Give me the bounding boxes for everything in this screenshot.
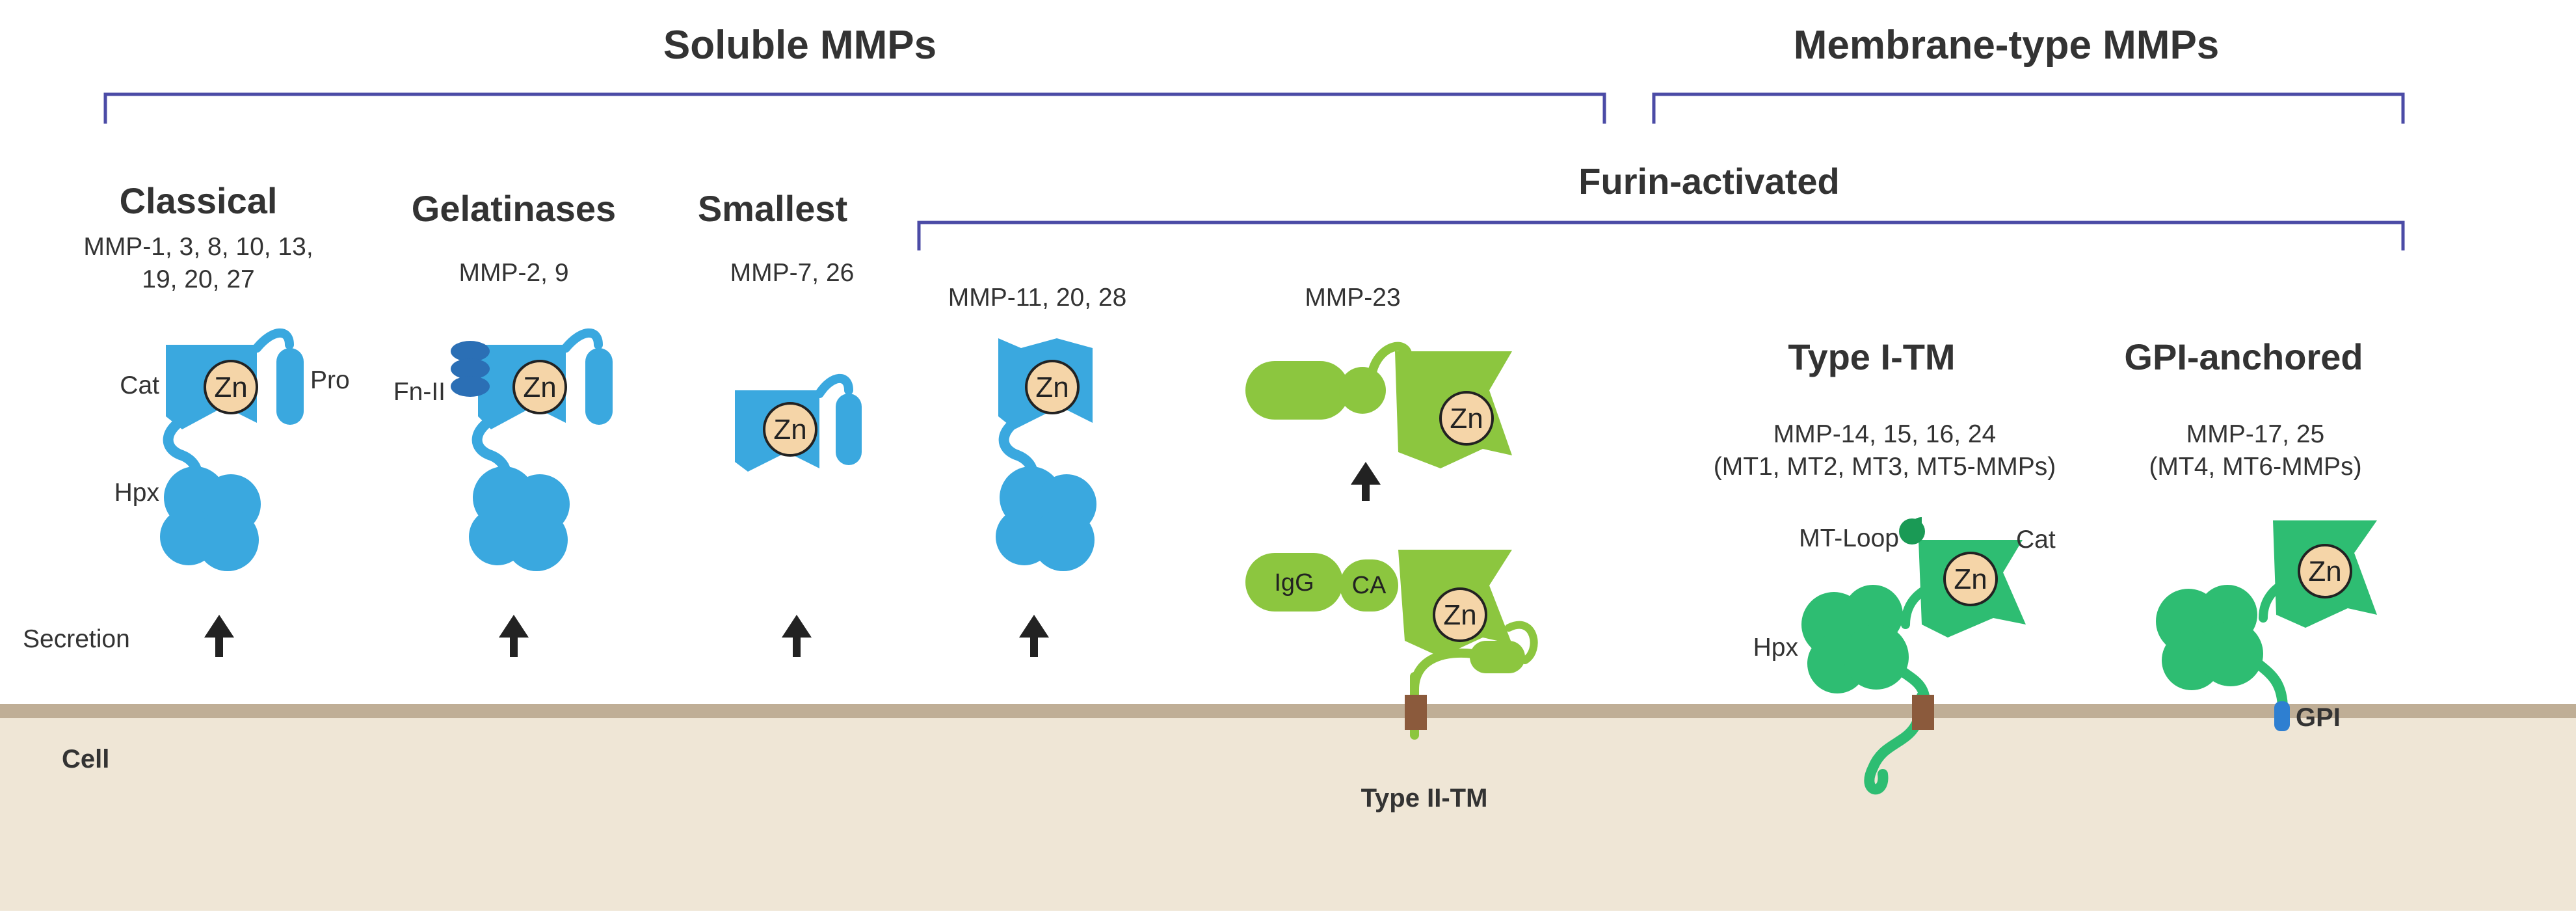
smallest-protein-icon: Zn bbox=[735, 373, 862, 472]
type2-tm-label: Type II-TM bbox=[1361, 784, 1488, 813]
gelatinases-class: Gelatinases MMP-2, 9 Zn Fn-II bbox=[393, 188, 616, 657]
cat-label-type1: Cat bbox=[2016, 526, 2056, 554]
zn-label: Zn bbox=[523, 371, 556, 403]
smallest-title: Smallest bbox=[698, 188, 847, 229]
pro-domain-shape bbox=[585, 348, 613, 425]
mt-loop-label: MT-Loop bbox=[1799, 524, 1899, 552]
secretion-arrow-icon bbox=[204, 615, 234, 657]
furin-soluble-members: MMP-11, 20, 28 bbox=[948, 284, 1127, 312]
gpi-label: GPI bbox=[2296, 703, 2341, 732]
hpx-domain-shape bbox=[469, 466, 570, 571]
hpx-domain-shape bbox=[160, 466, 261, 571]
type1-protein-icon: Zn bbox=[1801, 517, 2026, 795]
igg-domain-shape bbox=[1245, 553, 1343, 612]
mmp23-membrane-protein-icon: Zn IgG CA bbox=[1245, 550, 1538, 740]
furin-soluble-protein-icon: Zn bbox=[996, 338, 1096, 571]
secretion-arrow-icon bbox=[499, 615, 529, 657]
classical-class: Classical MMP-1, 3, 8, 10, 13, 19, 20, 2… bbox=[23, 180, 350, 657]
gpi-anchor-shape bbox=[2274, 701, 2290, 731]
type1-members-line2: (MT1, MT2, MT3, MT5-MMPs) bbox=[1714, 453, 2056, 481]
igg-label: IgG bbox=[1274, 569, 1314, 597]
pro-label: Pro bbox=[310, 366, 350, 394]
gpi-anchored-class: GPI-anchored MMP-17, 25 (MT4, MT6-MMPs) … bbox=[2124, 336, 2377, 732]
pro-domain-shape bbox=[836, 394, 862, 465]
type1-members-line1: MMP-14, 15, 16, 24 bbox=[1773, 420, 1997, 448]
release-arrow-icon bbox=[1351, 462, 1381, 501]
hpx-domain-shape bbox=[1801, 585, 1909, 693]
zn-label: Zn bbox=[214, 371, 247, 403]
zn-label: Zn bbox=[773, 414, 806, 446]
gpi-members-line1: MMP-17, 25 bbox=[2186, 420, 2324, 448]
classical-members-line1: MMP-1, 3, 8, 10, 13, bbox=[83, 233, 313, 261]
gpi-members-line2: (MT4, MT6-MMPs) bbox=[2149, 453, 2361, 481]
hpx-label-type1: Hpx bbox=[1753, 634, 1799, 662]
type1-tm-class: Type I-TM MMP-14, 15, 16, 24 (MT1, MT2, … bbox=[1714, 336, 2056, 795]
pro-domain-shape bbox=[276, 348, 304, 425]
gelatinase-protein-icon: Zn bbox=[451, 328, 613, 571]
mmp23-members: MMP-23 bbox=[1305, 284, 1400, 312]
smallest-members: MMP-7, 26 bbox=[730, 259, 855, 287]
furin-soluble-class: MMP-11, 20, 28 Zn bbox=[948, 284, 1127, 657]
ca-label: CA bbox=[1352, 572, 1387, 599]
fn2-repeats-shape bbox=[451, 341, 490, 397]
type1-title: Type I-TM bbox=[1788, 336, 1955, 377]
mmp23-secreted-protein-icon: Zn bbox=[1245, 342, 1512, 468]
fn2-label: Fn-II bbox=[393, 378, 445, 406]
membrane-type-mmps-heading: Membrane-type MMPs bbox=[1794, 23, 2220, 68]
gelatinases-title: Gelatinases bbox=[412, 188, 616, 229]
ca-domain-shape bbox=[1340, 559, 1398, 612]
cell-region bbox=[0, 716, 2576, 911]
classical-members-line2: 19, 20, 27 bbox=[142, 265, 254, 293]
classical-protein-icon: Zn bbox=[160, 328, 304, 571]
gpi-protein-icon: Zn bbox=[2156, 520, 2377, 731]
cell-membrane bbox=[0, 704, 2576, 718]
furin-bracket bbox=[917, 221, 2405, 250]
secretion-label: Secretion bbox=[23, 625, 130, 653]
soluble-bracket bbox=[103, 92, 1606, 124]
membrane-bracket bbox=[1652, 92, 2405, 124]
gelatinases-members: MMP-2, 9 bbox=[458, 259, 568, 287]
zn-label: Zn bbox=[2308, 556, 2341, 587]
furin-activated-heading: Furin-activated bbox=[1578, 161, 1839, 202]
transmembrane-anchor bbox=[1912, 695, 1934, 730]
zn-label: Zn bbox=[1443, 599, 1476, 631]
hpx-domain-shape bbox=[996, 466, 1096, 571]
zn-label: Zn bbox=[1035, 371, 1069, 403]
smallest-class: Smallest MMP-7, 26 Zn bbox=[698, 188, 862, 657]
cell-label: Cell bbox=[62, 745, 109, 773]
secretion-arrow-icon bbox=[1019, 615, 1049, 657]
gpi-anchored-title: GPI-anchored bbox=[2124, 336, 2363, 377]
zn-label: Zn bbox=[1954, 563, 1987, 595]
hpx-domain-shape bbox=[2156, 585, 2263, 690]
hpx-label: Hpx bbox=[114, 479, 160, 507]
secretion-arrow-icon bbox=[782, 615, 812, 657]
transmembrane-anchor bbox=[1405, 695, 1427, 730]
cat-label: Cat bbox=[120, 371, 159, 399]
mt-loop-shape bbox=[1899, 518, 1925, 544]
mmp23-class: MMP-23 Zn Zn IgG CA Type II-TM bbox=[1245, 284, 1538, 813]
soluble-mmps-heading: Soluble MMPs bbox=[663, 23, 936, 68]
classical-title: Classical bbox=[120, 180, 278, 221]
zn-label: Zn bbox=[1450, 403, 1483, 435]
